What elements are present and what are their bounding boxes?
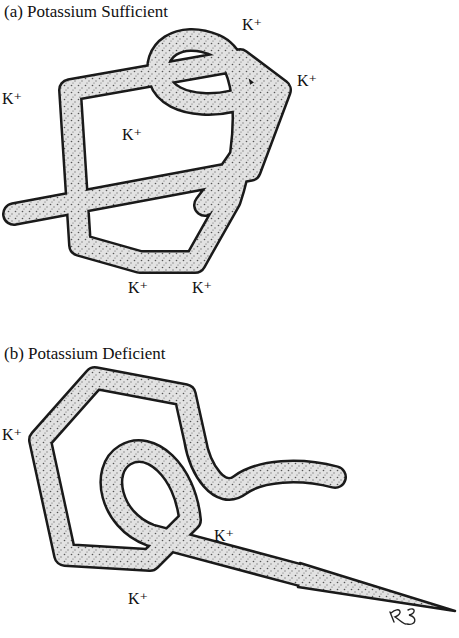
ion-label: K⁺ [297, 72, 317, 90]
ion-label: K⁺ [2, 426, 22, 444]
ion-label: K⁺ [242, 16, 262, 34]
unfolded-protein [40, 378, 455, 611]
artist-signature [390, 609, 415, 624]
folded-protein [14, 40, 280, 262]
ion-label: K⁺ [122, 126, 142, 144]
ion-label: K⁺ [128, 279, 148, 297]
panel-title: (b) Potassium Deficient [4, 344, 165, 364]
ion-label: K⁺ [192, 279, 212, 297]
ion-label: K⁺ [128, 590, 148, 608]
panel-title: (a) Potassium Sufficient [4, 2, 168, 22]
ion-label: K⁺ [2, 90, 22, 108]
ion-label: K⁺ [214, 527, 234, 545]
